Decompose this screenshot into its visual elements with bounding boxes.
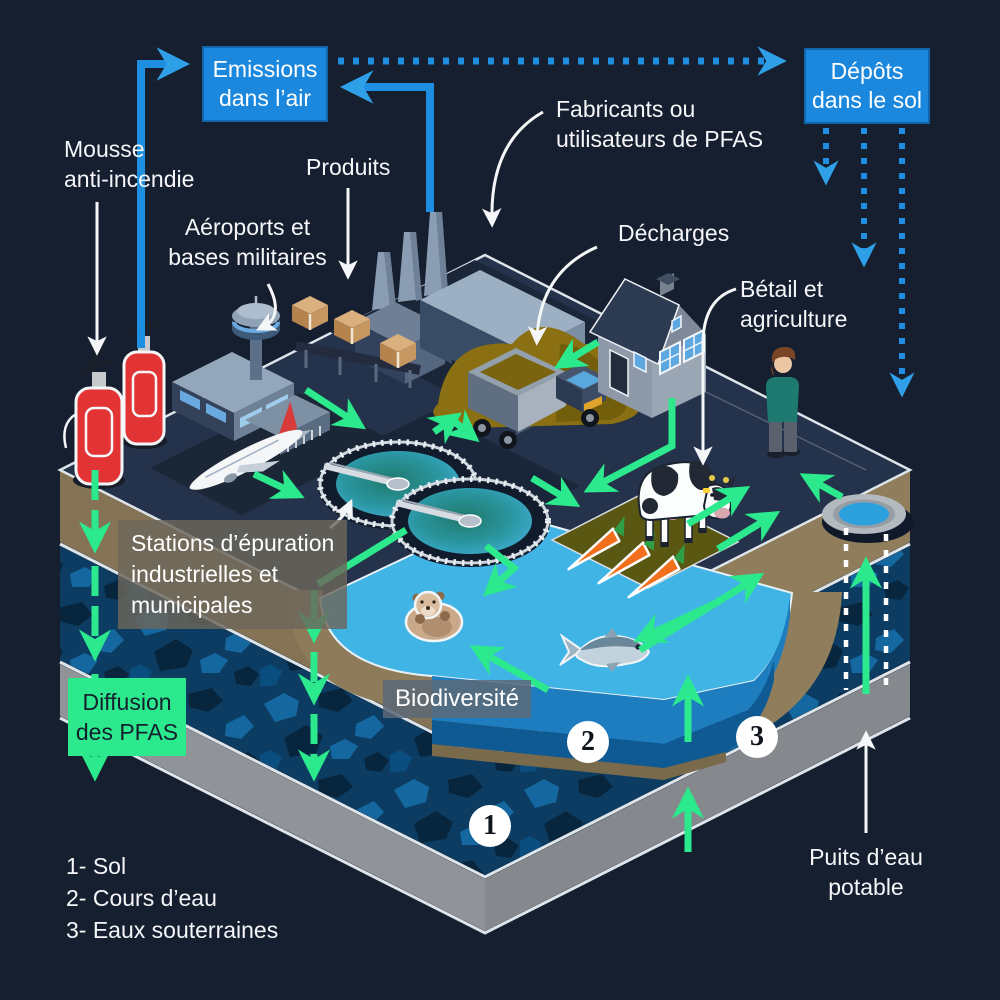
green-arrow [469,645,550,694]
legend-item-cours-eau: 2- Cours d’eau [66,885,217,911]
label-mousse-anti-incendie: Mousse anti-incendie [64,136,195,192]
badge-groundwater: 3 [736,716,778,758]
diffusion-pfas-box: Diffusion des PFAS [68,678,186,756]
label-fabricants: Fabricants ou utilisateurs de PFAS [556,96,764,152]
label-produits: Produits [306,154,391,180]
badge-river: 2 [567,721,609,763]
house-icon [588,273,706,418]
emissions-air-box: Emissions dans l’air [202,46,328,122]
green-arrow [716,510,781,552]
depots-sol-box: Dépôts dans le sol [804,48,930,124]
green-arrow [530,474,581,507]
label-decharges: Décharges [618,220,730,246]
green-arrow [553,338,600,370]
blue-arrow [137,47,191,348]
person-icon [766,346,800,458]
deposition-arrows [813,128,915,398]
badge-soil: 1 [469,805,511,847]
riverbed-soil [432,744,726,780]
green-arrow [252,469,305,499]
blue-arrow [339,70,434,212]
green-arrow [686,485,751,527]
well-icon [822,494,914,543]
green-arrow [444,409,480,443]
label-biodiversite: Biodiversité [383,680,532,718]
label-betail: Bétail et agriculture [740,276,848,332]
wastewater-tanks-icon [317,439,551,567]
well-casing-lines [843,528,889,690]
legend-item-sol: 1- Sol [66,853,127,879]
fish-icon [559,628,651,672]
cardboard-boxes-icon [292,296,416,368]
airplane-icon [189,401,312,491]
label-puits: Puits d’eau potable [809,844,923,900]
legend: 1- Sol 2- Cours d’eau 3- Eaux souterrain… [66,850,278,946]
label-aeroports: Aéroports et bases militaires [168,214,327,270]
green-arrow [583,398,676,493]
green-arrow [304,387,367,430]
green-arrow [799,473,844,504]
legend-item-eaux-souterraines: 3- Eaux souterraines [66,917,279,943]
green-arrow [482,543,520,597]
carrot-field-icon [550,493,740,599]
label-pointer-arrows [87,110,876,833]
green-arrow [638,572,765,653]
label-stations-epuration: Stations d’épuration industrielles et mu… [118,520,348,629]
otter-icon [404,590,464,643]
air-emission-arrows [137,46,915,398]
